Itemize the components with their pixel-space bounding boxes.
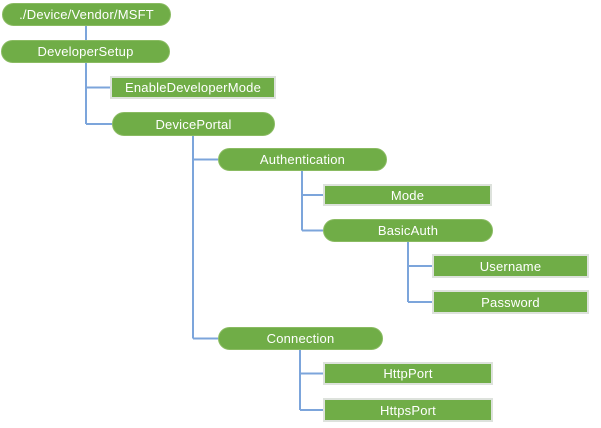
node-label: Password <box>481 294 540 310</box>
node-basic-auth: BasicAuth <box>323 219 493 242</box>
node-label: ./Device/Vendor/MSFT <box>19 7 154 22</box>
node-authentication: Authentication <box>218 148 387 171</box>
node-https-port: HttpsPort <box>323 398 493 422</box>
node-connection: Connection <box>218 327 383 350</box>
node-device-portal: DevicePortal <box>112 112 275 136</box>
node-msft-root: ./Device/Vendor/MSFT <box>2 3 171 26</box>
node-label: DevicePortal <box>155 116 232 132</box>
node-enable-developer-mode: EnableDeveloperMode <box>110 76 276 99</box>
node-label: Username <box>479 258 542 274</box>
node-username: Username <box>432 254 589 278</box>
node-label: HttpsPort <box>380 402 436 418</box>
node-label: HttpPort <box>383 366 433 381</box>
node-mode: Mode <box>323 184 492 206</box>
node-label: Authentication <box>259 152 346 167</box>
node-password: Password <box>432 290 589 314</box>
node-http-port: HttpPort <box>323 362 493 385</box>
node-developer-setup: DeveloperSetup <box>1 40 170 63</box>
node-label: Connection <box>266 331 335 346</box>
node-label: EnableDeveloperMode <box>124 80 262 95</box>
node-label: DeveloperSetup <box>37 44 134 59</box>
node-label: BasicAuth <box>377 223 439 238</box>
node-label: Mode <box>390 187 425 203</box>
